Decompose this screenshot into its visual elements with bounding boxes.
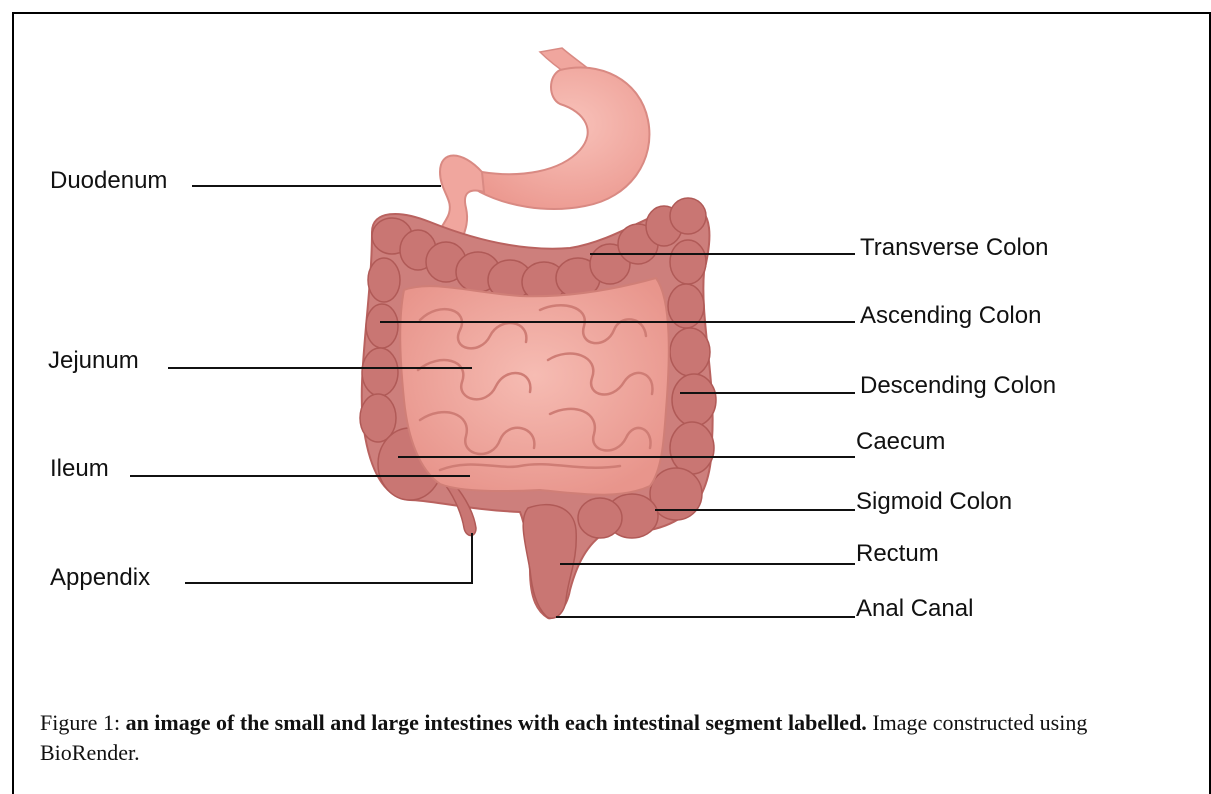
- label-caecum: Caecum: [856, 430, 945, 454]
- caption-prefix: Figure 1:: [40, 710, 126, 735]
- leader-appendix: [185, 533, 472, 583]
- label-transverse-colon: Transverse Colon: [860, 236, 1049, 260]
- stomach: [473, 48, 650, 209]
- intestine-diagram: [0, 0, 1211, 700]
- label-descending-colon: Descending Colon: [860, 374, 1056, 398]
- label-appendix: Appendix: [50, 566, 150, 590]
- label-sigmoid-colon: Sigmoid Colon: [856, 490, 1012, 514]
- label-duodenum: Duodenum: [50, 169, 167, 193]
- figure-caption: Figure 1: an image of the small and larg…: [40, 708, 1170, 768]
- small-intestine: [400, 278, 669, 495]
- label-ileum: Ileum: [50, 457, 109, 481]
- caption-bold: an image of the small and large intestin…: [126, 710, 867, 735]
- label-anal-canal: Anal Canal: [856, 597, 973, 621]
- label-jejunum: Jejunum: [48, 349, 139, 373]
- label-rectum: Rectum: [856, 542, 939, 566]
- label-ascending-colon: Ascending Colon: [860, 304, 1041, 328]
